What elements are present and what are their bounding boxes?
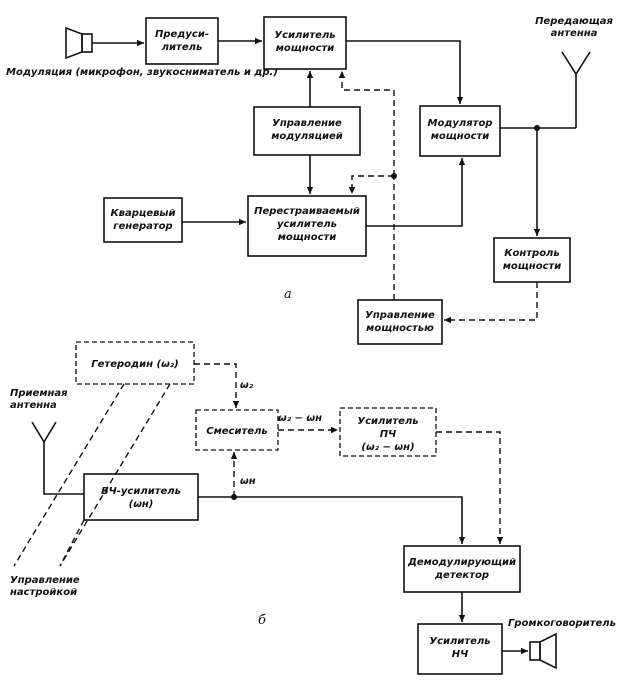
loudspeaker-icon	[529, 632, 557, 670]
tunable-power-amp-label-3: мощности	[278, 232, 337, 243]
modulation-control-box	[253, 106, 361, 156]
af-amp-label-1: Усилитель	[429, 636, 490, 647]
crystal-oscillator-label-2: генератор	[113, 221, 172, 232]
local-oscillator-box	[75, 341, 195, 385]
tuning-control-label-1: Управление	[10, 575, 80, 586]
diagram-b-label: б	[258, 613, 266, 628]
transmit-antenna-icon	[561, 51, 591, 128]
preamp-box	[145, 17, 219, 65]
power-monitor-label-1: Контроль	[504, 248, 559, 259]
rf-amp-label-2: (ωн)	[129, 499, 154, 510]
power-modulator-box	[419, 105, 501, 157]
diagram-b-connections	[194, 363, 528, 655]
mixer-box	[195, 409, 279, 451]
signal-omega-n-label: ωн	[240, 476, 256, 487]
diagram-a-label: а	[284, 287, 292, 302]
power-amp-box	[263, 16, 347, 70]
demod-detector-label-2: детектор	[434, 570, 489, 581]
modulation-control-label-2: модуляцией	[271, 131, 343, 142]
diagram-a-connections	[92, 37, 576, 324]
power-amp-label-2: мощности	[276, 43, 335, 54]
loudspeaker-label: Громкоговоритель	[508, 618, 616, 629]
signal-omega2-label: ω₂	[240, 380, 254, 391]
if-amp-label-3: (ω₂ − ωн)	[361, 442, 414, 453]
demod-detector-label-1: Демодулирующий	[407, 557, 516, 568]
power-monitor-box	[493, 237, 571, 283]
diagram-a: Модуляция (микрофон, звукосниматель и др…	[6, 16, 614, 345]
receive-antenna-label-2: антенна	[10, 400, 57, 411]
diagram-b: Гетеродин (ω₂) Смеситель Усилитель ПЧ (ω…	[10, 341, 616, 675]
power-control-box	[357, 299, 443, 345]
if-amp-label-2: ПЧ	[380, 429, 396, 440]
preamp-label-2: литель	[162, 42, 203, 53]
local-oscillator-label: Гетеродин (ω₂)	[91, 359, 178, 370]
tunable-power-amp-label-1: Перестраиваемый	[254, 206, 360, 217]
modulation-source-label: Модуляция (микрофон, звукосниматель и др…	[6, 66, 278, 78]
power-monitor-label-2: мощности	[503, 261, 562, 272]
power-amp-label-1: Усилитель	[274, 30, 335, 41]
tunable-power-amp-label-2: усилитель	[277, 219, 337, 230]
tuning-control-gang-lines	[13, 383, 171, 567]
if-amp-label-1: Усилитель	[357, 416, 418, 427]
tuning-control-label-2: настройкой	[10, 587, 77, 598]
crystal-oscillator-box	[103, 197, 183, 243]
demod-detector-box	[403, 545, 521, 593]
modulation-control-label-1: Управление	[272, 118, 342, 129]
microphone-icon	[65, 26, 93, 60]
transmit-antenna-label-2: антенна	[551, 28, 598, 39]
preamp-label-1: Предуси-	[155, 29, 209, 40]
power-control-label-2: мощностью	[366, 323, 434, 334]
signal-difference-label: ω₂ − ωн	[278, 413, 322, 424]
rf-amp-label-1: ВЧ-усилитель	[101, 486, 181, 497]
af-amp-label-2: НЧ	[452, 649, 468, 660]
crystal-oscillator-label-1: Кварцевый	[111, 208, 176, 219]
transmit-antenna-label-1: Передающая	[535, 16, 613, 27]
rf-amp-box	[83, 473, 199, 521]
af-amp-box	[417, 623, 503, 675]
svg-text:Модуляция (микрофон, звукосним: Модуляция (микрофон, звукосниматель и др…	[6, 66, 278, 78]
receive-antenna-label-1: Приемная	[10, 388, 68, 399]
mixer-label: Смеситель	[206, 426, 267, 437]
receive-antenna-icon	[31, 421, 84, 495]
power-modulator-label-2: мощности	[431, 131, 490, 142]
power-control-label-1: Управление	[365, 310, 435, 321]
power-modulator-label-1: Модулятор	[428, 118, 493, 129]
